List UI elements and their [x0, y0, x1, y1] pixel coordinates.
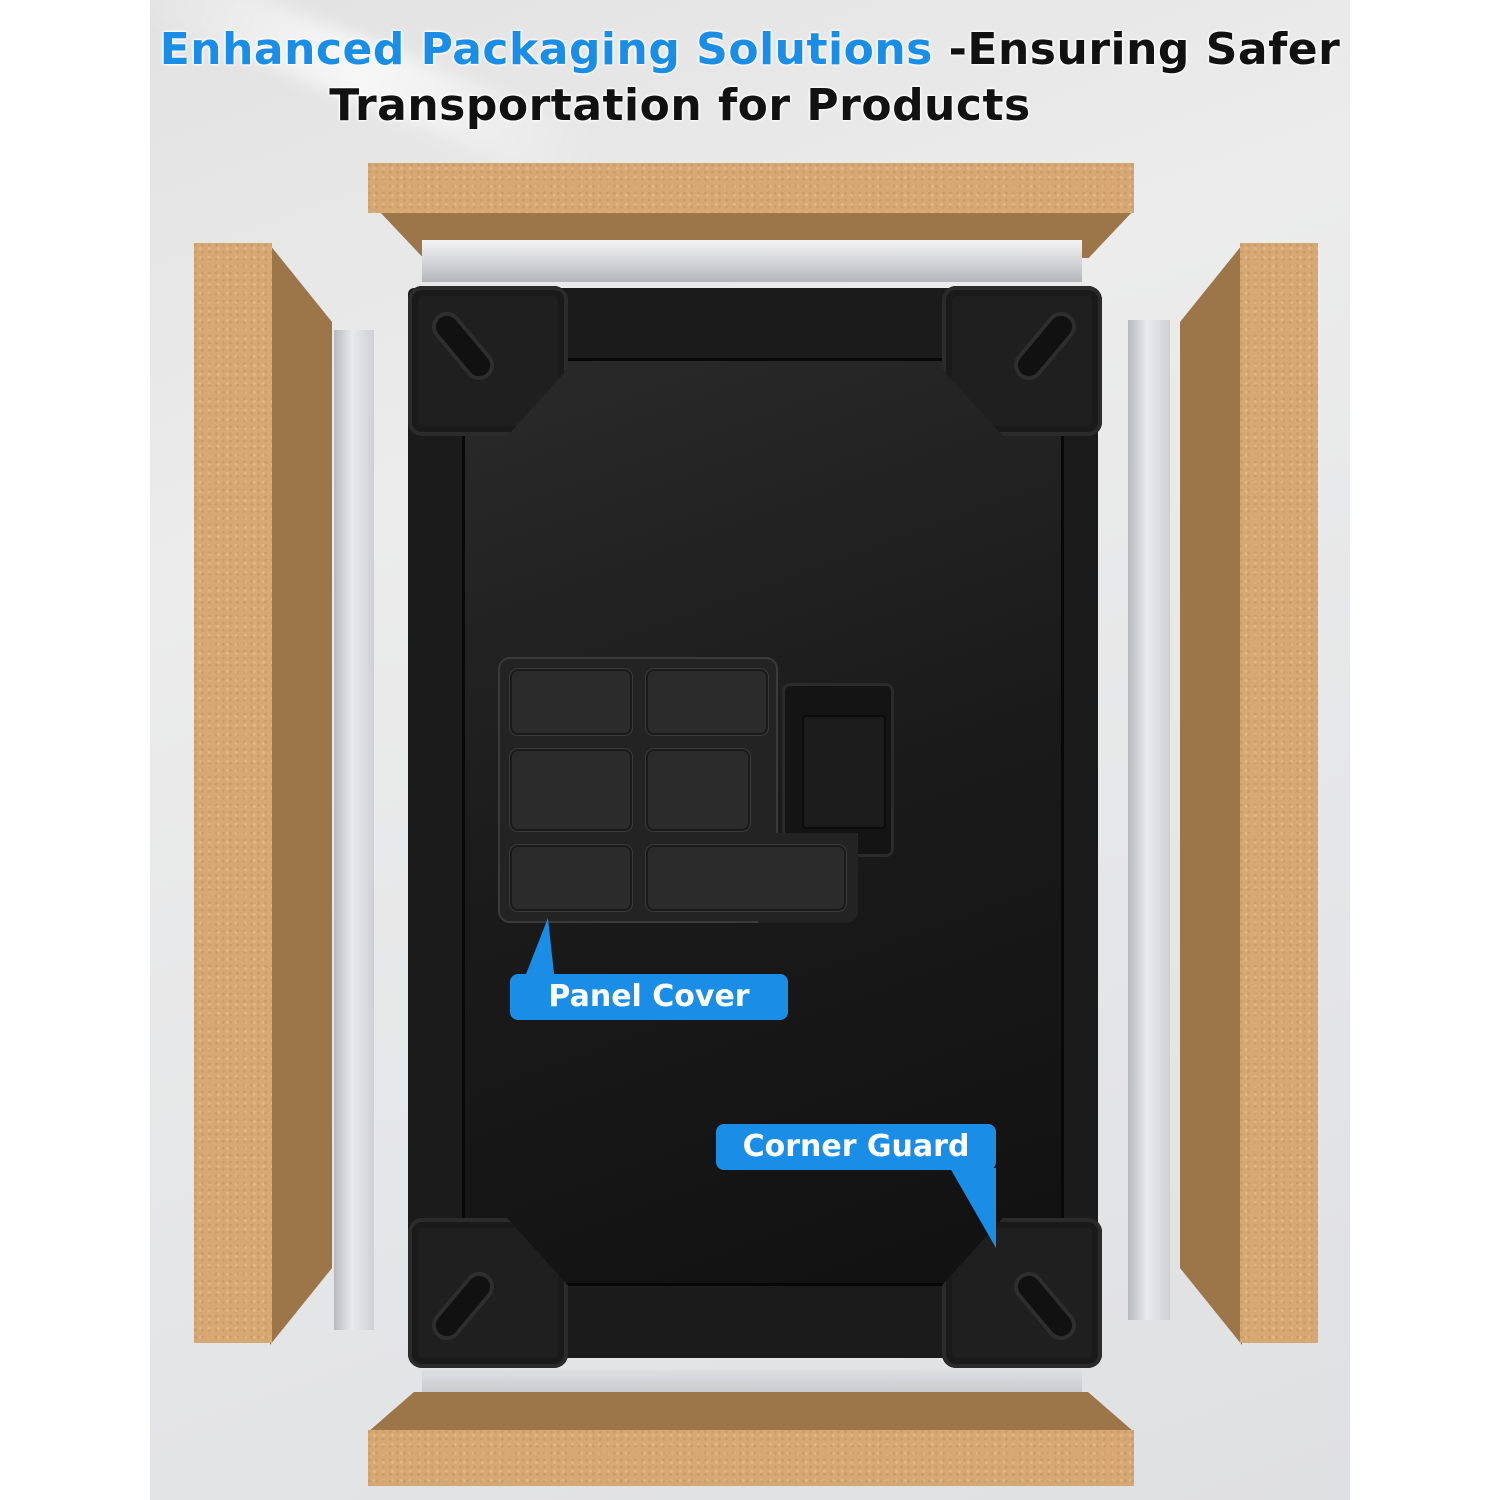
left-board-edge: [270, 245, 332, 1345]
corner-guard-callout: Corner Guard: [716, 1124, 996, 1170]
top-cardboard-panel: [368, 163, 1134, 213]
panel-cell: [510, 669, 632, 735]
panel-cover-callout: Panel Cover: [510, 974, 788, 1020]
corner-latch: [425, 305, 501, 387]
bottom-cardboard-panel: [368, 1430, 1134, 1486]
panel-cell: [646, 749, 750, 831]
left-cardboard-panel: [194, 243, 272, 1343]
corner-latch: [1007, 305, 1083, 387]
right-cardboard-panel: [1240, 243, 1318, 1343]
product-image: Enhanced Packaging Solutions -Ensuring S…: [150, 0, 1350, 1500]
corner-latch: [1007, 1265, 1083, 1347]
panel-cell: [646, 845, 846, 911]
panel-cell: [510, 845, 632, 911]
bottom-board-edge: [368, 1392, 1134, 1432]
headline-line-1: Enhanced Packaging Solutions -Ensuring S…: [150, 22, 1350, 78]
keypad-housing: [782, 683, 894, 857]
headline-rest: -Ensuring Safer: [932, 24, 1341, 75]
panel-cover: [498, 657, 858, 923]
right-foam-strip: [1128, 320, 1170, 1320]
top-foam-strip: [422, 240, 1082, 282]
right-board-edge: [1180, 245, 1242, 1345]
corner-latch: [425, 1265, 501, 1347]
headline-line-2: Transportation for Products: [329, 80, 1031, 131]
panel-cell: [646, 669, 768, 735]
headline-accent: Enhanced Packaging Solutions: [159, 24, 933, 75]
headline: Enhanced Packaging Solutions -Ensuring S…: [150, 22, 1350, 134]
panel-cover-label: Panel Cover: [548, 979, 750, 1014]
left-foam-strip: [334, 330, 374, 1330]
keypad-screen: [802, 715, 886, 829]
panel-cell: [510, 749, 632, 831]
corner-guard-label: Corner Guard: [742, 1129, 970, 1164]
